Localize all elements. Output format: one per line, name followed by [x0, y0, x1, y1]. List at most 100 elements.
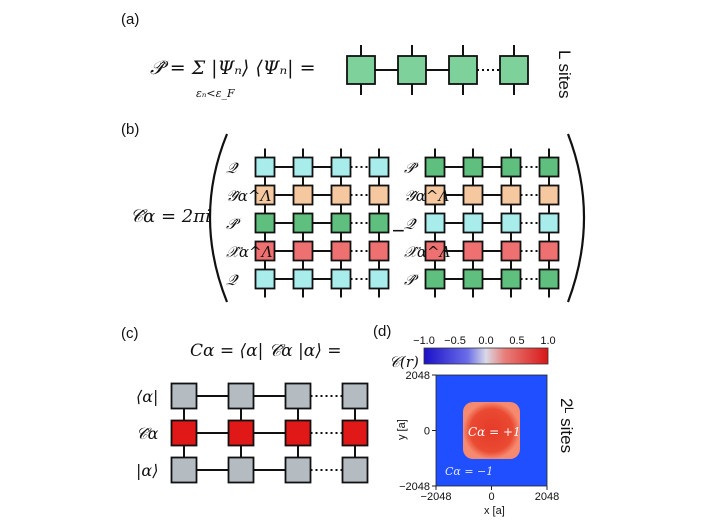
mpo-b-left-tensor — [292, 184, 314, 206]
mpo-c-tensor — [284, 382, 312, 410]
panel-b-right-network: 𝒫̂ 𝒴̂α^Λ 𝒬̂ 𝒳̂α^Λ 𝒫̂ — [404, 148, 560, 298]
mpo-b-right-tensor — [538, 184, 560, 206]
colorbar-tick-label: −1.0 — [413, 335, 435, 347]
mpo-b-left-tensor — [330, 212, 352, 234]
mpo-b-right-row-label: 𝒳̂α^Λ — [404, 243, 451, 261]
panel-b-left-paren — [208, 133, 229, 303]
mpo-c-tensor — [341, 456, 369, 484]
inner-chern-label: Cα = +1 — [468, 425, 521, 439]
mpo-a-tensor — [346, 55, 376, 85]
panel-b: (b) 𝒞̂α = 2πi 𝒬̂ 𝒴̂α^Λ 𝒫̂ 𝒳̂α^Λ 𝒬̂ 𝒫̂ 𝒴̂α^Λ 𝒬̂… — [121, 121, 586, 303]
panel-a-label: (a) — [121, 11, 139, 28]
outer-chern-label: Cα = −1 — [445, 465, 493, 478]
mpo-b-right-row-label: 𝒫̂ — [404, 159, 419, 177]
mpo-b-right-tensor — [462, 212, 484, 234]
mpo-b-right-row-label: 𝒴̂α^Λ — [404, 187, 449, 205]
mpo-c-tensor — [170, 382, 198, 410]
mpo-c-tensor — [341, 419, 369, 447]
panel-d-side-label: 2ᴸ sites — [557, 398, 576, 453]
colorbar-tick-label: 0.5 — [509, 335, 524, 347]
mpo-b-right-tensor — [500, 156, 522, 178]
mpo-b-left-tensor — [254, 156, 276, 178]
mpo-a-tensor — [448, 55, 478, 85]
colorbar-label: 𝒞(r) — [389, 353, 419, 371]
colorbar-tick-label: 0.0 — [478, 335, 493, 347]
panel-d: (d) −1.0 −0.5 0.0 0.5 1.0 𝒞(r) Cα = +1 Cα = … — [373, 323, 576, 517]
mpo-c-tensor — [284, 419, 312, 447]
mpo-b-left-tensor — [368, 184, 390, 206]
panel-b-right-paren — [566, 133, 586, 303]
mpo-b-right-tensor — [424, 212, 446, 234]
mpo-c-tensor — [227, 419, 255, 447]
x-tick-label: 2048 — [535, 491, 559, 503]
mpo-b-right-row-label: 𝒬̂ — [404, 215, 417, 233]
panel-b-left-network: 𝒬̂𝒴̂α^Λ𝒫̂𝒳̂α^Λ𝒬̂ — [226, 148, 390, 298]
mpo-b-right-tensor — [462, 184, 484, 206]
mpo-b-left-tensor — [330, 240, 352, 262]
panel-d-label: (d) — [373, 323, 391, 340]
y-tick-label: 2048 — [406, 370, 430, 382]
mpo-b-left-tensor — [292, 240, 314, 262]
panel-a-tensor-chain — [346, 45, 529, 95]
mpo-b-right-tensor — [538, 212, 560, 234]
mpo-b-right-tensor — [424, 268, 446, 290]
mpo-c-row-label: ⟨α| — [136, 387, 158, 406]
panel-a-sum-subscript: εₙ<ε_F — [196, 87, 235, 100]
x-tick-label: 0 — [488, 491, 494, 503]
panel-b-label: (b) — [121, 121, 139, 138]
mpo-b-right-tensor — [462, 240, 484, 262]
mpo-b-right-tensor — [538, 268, 560, 290]
colorbar-ticks: −1.0 −0.5 0.0 0.5 1.0 — [413, 335, 556, 347]
mpo-b-left-tensor — [368, 268, 390, 290]
mpo-b-left-tensor — [254, 212, 276, 234]
mpo-c-tensor — [227, 456, 255, 484]
mpo-b-right-tensor — [500, 240, 522, 262]
mpo-a-tensor — [397, 55, 427, 85]
heatmap-xlabel: x [a] — [484, 505, 505, 517]
mpo-c-tensor — [227, 382, 255, 410]
mpo-b-right-tensor — [500, 184, 522, 206]
mpo-b-left-tensor — [292, 268, 314, 290]
mpo-b-left-tensor — [292, 212, 314, 234]
mpo-c-row-label: |α⟩ — [136, 461, 158, 480]
mpo-b-right-tensor — [538, 240, 560, 262]
panel-a: (a) 𝒫̂ = Σ |Ψₙ⟩ ⟨Ψₙ| = εₙ<ε_F L sites — [121, 11, 574, 100]
mpo-b-left-tensor — [368, 212, 390, 234]
y-tick-label: −2048 — [399, 481, 430, 493]
panel-c-label: (c) — [121, 325, 139, 342]
mpo-b-left-row-label: 𝒳̂α^Λ — [226, 243, 273, 261]
mpo-c-tensor — [170, 419, 198, 447]
mpo-b-right-tensor — [462, 268, 484, 290]
panel-c-network: ⟨α| 𝒞̂α |α⟩ — [136, 382, 369, 484]
colorbar — [423, 347, 549, 365]
heatmap-axes: −2048 0 2048 2048 0 −2048 — [399, 370, 559, 503]
colorbar-tick-label: −0.5 — [444, 335, 466, 347]
panel-b-lhs: 𝒞̂α = 2πi — [130, 206, 211, 227]
mpo-b-left-tensor — [368, 240, 390, 262]
mpo-c-tensor — [341, 382, 369, 410]
mpo-a-tensor — [499, 55, 529, 85]
panel-c: (c) Cα = ⟨α| 𝒞̂α |α⟩ = ⟨α| 𝒞̂α |α⟩ — [121, 325, 369, 484]
heatmap-blob — [463, 402, 520, 459]
mpo-b-left-tensor — [368, 156, 390, 178]
mpo-b-right-tensor — [538, 156, 560, 178]
panel-b-minus: − — [392, 218, 405, 243]
mpo-b-left-tensor — [254, 268, 276, 290]
mpo-b-left-tensor — [292, 156, 314, 178]
mpo-b-left-row-label: 𝒫̂ — [226, 215, 241, 233]
panel-c-equation: Cα = ⟨α| 𝒞̂α |α⟩ = — [190, 341, 342, 361]
mpo-b-right-tensor — [500, 212, 522, 234]
mpo-c-tensor — [284, 456, 312, 484]
mpo-b-left-tensor — [330, 156, 352, 178]
mpo-c-tensor — [170, 456, 198, 484]
mpo-b-left-row-label: 𝒬̂ — [226, 159, 239, 177]
x-tick-label: −2048 — [421, 491, 452, 503]
mpo-b-right-tensor — [424, 156, 446, 178]
mpo-b-right-row-label: 𝒫̂ — [404, 271, 419, 289]
mpo-b-right-tensor — [462, 156, 484, 178]
mpo-b-left-row-label: 𝒬̂ — [226, 271, 239, 289]
mpo-c-row-label: 𝒞̂α — [136, 424, 159, 443]
y-tick-label: 0 — [424, 426, 430, 438]
colorbar-tick-label: 1.0 — [540, 335, 555, 347]
